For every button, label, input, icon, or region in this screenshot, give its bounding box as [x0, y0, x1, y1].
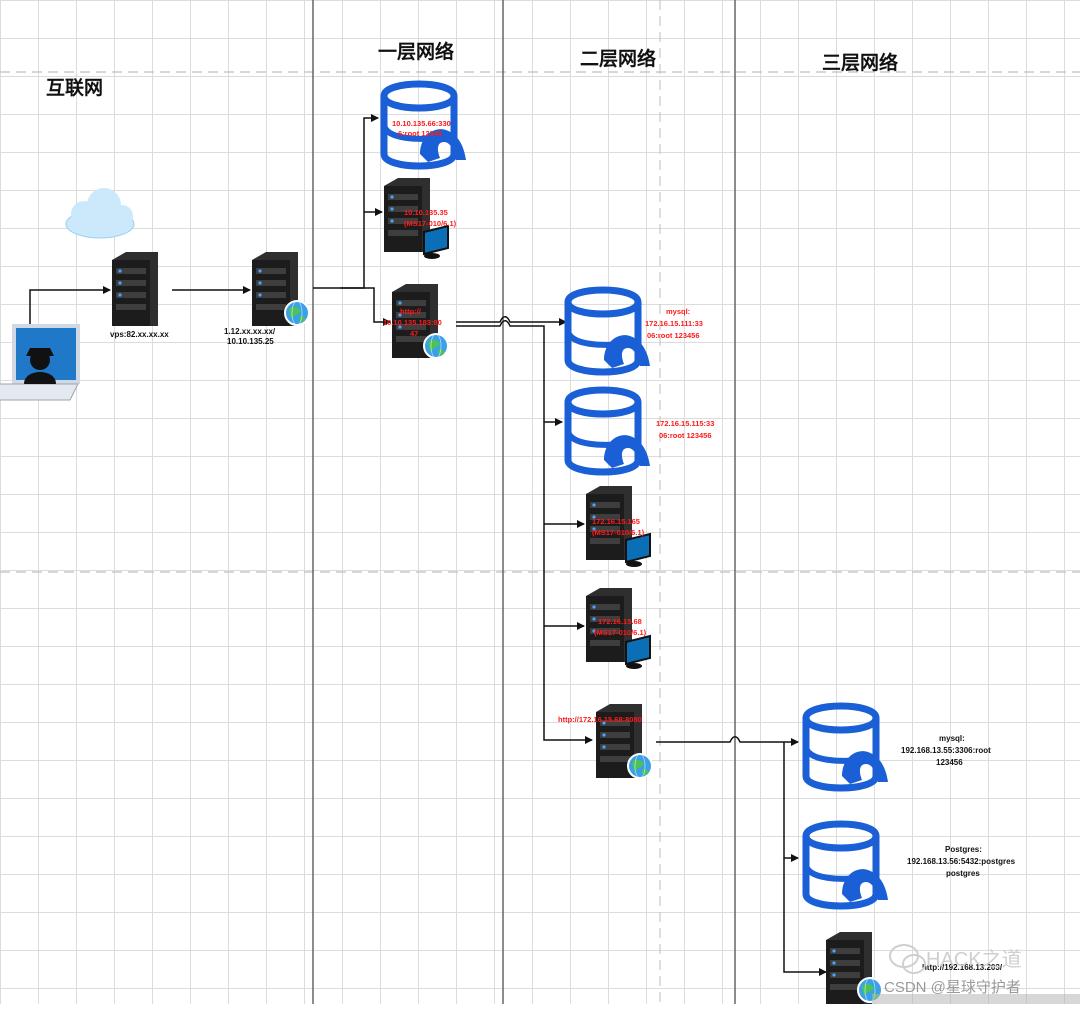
gateway-globe-icon: [284, 300, 310, 326]
l2-pc2-monitor-icon: [625, 635, 651, 670]
l2-mysql2-label-line1: 172.16.15.115:33: [656, 419, 714, 428]
watermark-backdrop: [872, 994, 1080, 1004]
l3-mysql-label-line1: mysql:: [939, 734, 965, 743]
l1-pc-monitor-icon: [423, 225, 449, 260]
gateway-label-line2: 10.10.135.25: [227, 337, 274, 346]
l3-mysql-label-line2: 192.168.13.55:3306:root: [901, 746, 991, 755]
l2-mysql1-label-line2: 172.16.15.111:33: [645, 319, 703, 328]
connectors: [29, 114, 827, 976]
l2-pc1-label-line2: (MS17-010/6.1): [592, 528, 645, 537]
l3-mysql-database-icon: [806, 706, 888, 788]
l1-db-label-line2: 6:root 12345: [398, 129, 442, 138]
l2-pc2-label-line1: 172.16.15.68: [598, 617, 642, 626]
l3-postgres-database-icon: [806, 824, 888, 906]
l2-mysql1-label-line1: mysql:: [666, 307, 690, 316]
l1-web-label-line3: 47: [410, 329, 418, 338]
l3-postgres-label-line2: 192.168.13.56:5432:postgres: [907, 857, 1016, 866]
watermark-line1: HACK之道: [926, 948, 1022, 971]
l1-pc-label-line1: 10.10.135.35: [404, 208, 448, 217]
l1-web-globe-icon: [423, 333, 449, 359]
zone-title-layer3: 三层网络: [822, 51, 898, 74]
hacker-laptop-icon: [0, 324, 80, 401]
l2-pc1-label-line1: 172.16.15.165: [592, 517, 640, 526]
l2-mysql2-database-icon: [568, 390, 650, 472]
l1-pc-label-line2: (MS17-010/6.1): [404, 219, 457, 228]
l3-mysql-label-line3: 123456: [936, 758, 963, 767]
l2-mysql1-label-line3: 06:root 123456: [647, 331, 700, 340]
l2-mysql1-database-icon: [568, 290, 650, 372]
l1-web-label-line2: 10.10.135.183:80: [383, 318, 442, 327]
watermark-line2: CSDN @星球守护者: [884, 979, 1021, 996]
l2-web-label: http://172.16.15.68:8080: [558, 715, 642, 724]
vps-label: vps:82.xx.xx.xx: [110, 330, 169, 339]
wechat-icon: [889, 944, 926, 974]
l2-pc1-monitor-icon: [625, 533, 651, 568]
vps-server-icon: [112, 252, 158, 326]
l1-db-label-line1: 10.10.135.66:330: [392, 119, 451, 128]
cloud-icon: [65, 188, 135, 239]
zone-title-internet: 互联网: [46, 77, 103, 99]
l1-web-label-line1: http://: [400, 307, 422, 316]
gateway-label-line1: 1.12.xx.xx.xx/: [224, 327, 276, 336]
zone-title-layer2: 二层网络: [580, 47, 656, 70]
l3-postgres-label-line3: postgres: [946, 869, 980, 878]
l3-web-label: http://192.168.13.203/: [922, 963, 1003, 972]
l2-pc2-label-line2: (MS17-010/6.1): [594, 628, 647, 637]
l2-web-globe-icon: [627, 753, 653, 779]
l3-postgres-label-line1: Postgres:: [945, 845, 982, 854]
zone-title-layer1: 一层网络: [378, 40, 454, 63]
l2-mysql2-label-line2: 06:root 123456: [659, 431, 712, 440]
